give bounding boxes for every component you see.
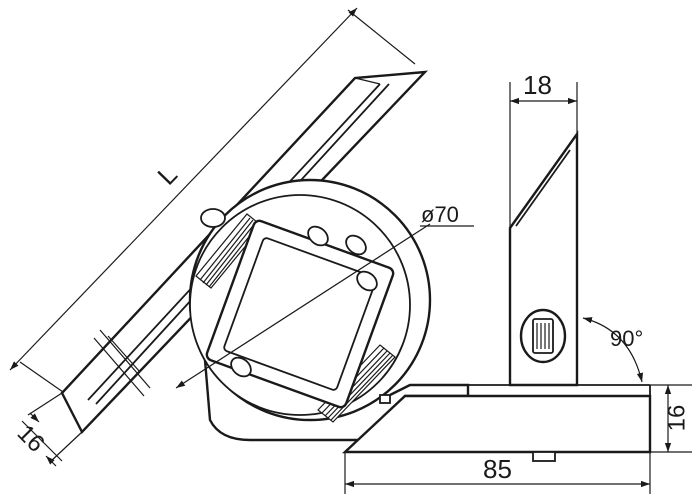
- dimension-base-length: [344, 452, 651, 494]
- locking-knob: [519, 308, 567, 364]
- dimension-base-height: [650, 384, 692, 453]
- label-diameter: ø70: [421, 202, 459, 227]
- label-base-length: 85: [483, 454, 512, 484]
- dimension-angle: [582, 317, 644, 383]
- dimension-length: [9, 7, 416, 393]
- dimension-post-width: [509, 82, 578, 228]
- label-post-width: 18: [523, 70, 552, 100]
- label-angle: 90°: [610, 326, 644, 351]
- dimension-diameter: [175, 223, 474, 389]
- base-bar: [341, 384, 652, 462]
- label-base-height: 16: [663, 404, 691, 432]
- screw: [379, 394, 391, 404]
- dimension-blade-width: [21, 392, 83, 467]
